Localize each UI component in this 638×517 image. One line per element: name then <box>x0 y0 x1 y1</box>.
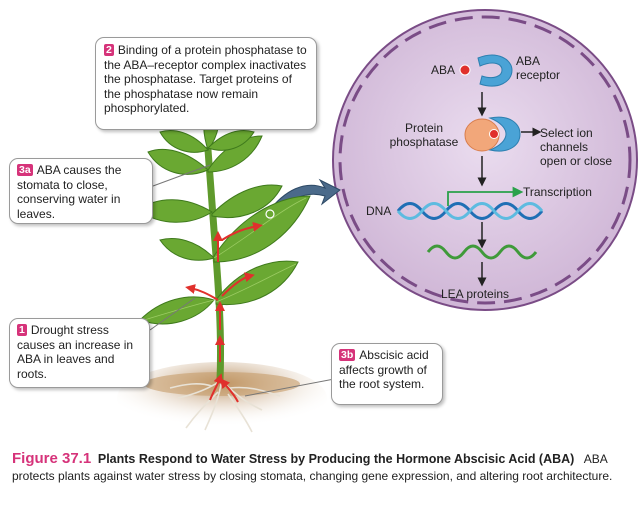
figure-title: Plants Respond to Water Stress by Produc… <box>97 452 575 466</box>
mrna-icon <box>426 244 538 260</box>
protein-phosphatase-icon <box>464 118 500 152</box>
aba-molecule-icon <box>459 64 471 76</box>
figure-body: ABA protects plants against water stress… <box>12 452 613 483</box>
protein-phosphatase-label: Protein phosphatase <box>389 121 459 149</box>
plant-stem <box>204 146 225 384</box>
receptor-complex-icon <box>488 116 521 152</box>
aba-diagram <box>117 9 638 434</box>
step-badge: 3a <box>17 164 33 176</box>
figure-number: Figure 37.1 <box>12 450 92 467</box>
aba-receptor-label: ABA receptor <box>516 54 561 82</box>
callout-text: ABA causes the stomata to close, conserv… <box>17 163 122 221</box>
aba-transport-arrows <box>185 221 263 403</box>
dna-helix-icon <box>396 202 544 220</box>
transcription-label: Transcription <box>523 185 592 199</box>
callout-text: Binding of a protein phosphatase to the … <box>104 43 307 115</box>
step-badge: 3b <box>339 349 356 361</box>
cell-circle <box>332 9 638 311</box>
aba-receptor-icon <box>477 54 513 87</box>
step-badge: 2 <box>104 44 114 56</box>
transcription-arrow <box>447 186 524 206</box>
lea-proteins-label: LEA proteins <box>441 287 510 301</box>
dna-label: DNA <box>366 204 392 218</box>
aba-label: ABA <box>431 63 456 77</box>
ion-channels-label: Select ion channels open or close <box>540 126 613 168</box>
stoma-marker <box>265 209 275 219</box>
callout-text: Abscisic acid affects growth of the root… <box>339 348 429 391</box>
roots <box>169 377 281 433</box>
callout-text: Drought stress causes an increase in ABA… <box>17 323 134 381</box>
figure-caption: Figure 37.1 Plants Respond to Water Stre… <box>12 450 628 485</box>
step-badge: 1 <box>17 324 27 336</box>
